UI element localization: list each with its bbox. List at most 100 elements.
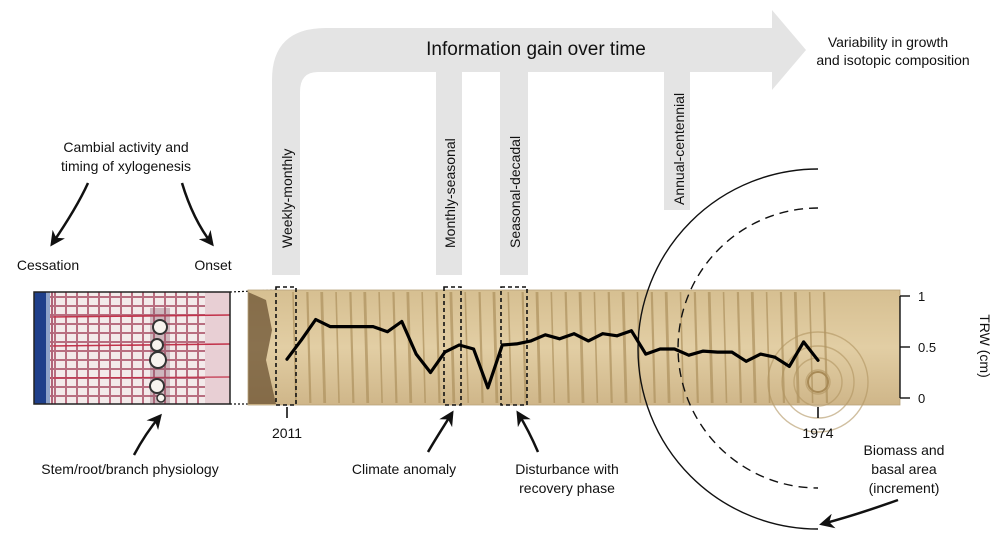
tree-core-image: [247, 289, 901, 433]
growth-ring-line: [392, 291, 398, 404]
growth-ring-line: [808, 291, 814, 404]
growth-ring-line: [693, 291, 699, 404]
growth-ring-line: [421, 291, 426, 404]
growth-ring-line: [363, 291, 370, 404]
scale-label-monthly-seasonal: Monthly-seasonal: [442, 138, 458, 248]
physiology-label: Stem/root/branch physiology: [41, 461, 218, 477]
trw-data-point: [759, 352, 762, 356]
trw-data-point: [687, 353, 691, 357]
y-tick-label-0: 0: [918, 391, 925, 406]
growth-ring-line: [621, 291, 628, 404]
growth-ring-line: [406, 291, 413, 404]
disturbance-label-line2: recovery phase: [519, 480, 615, 496]
growth-ring-line: [607, 291, 613, 404]
trw-data-point: [314, 318, 318, 321]
y-tick-label-0-5: 0.5: [918, 340, 936, 355]
biomass-outer-arc: [637, 168, 819, 530]
trw-data-point: [673, 347, 676, 351]
trw-data-point: [630, 329, 633, 333]
trw-data-point: [787, 365, 791, 368]
growth-ring-line: [650, 291, 656, 404]
trw-data-point: [572, 332, 576, 336]
biomass-arrow: [819, 498, 899, 529]
growth-ring-line: [636, 291, 642, 404]
growth-ring-line: [736, 291, 742, 404]
scale-label-annual-centennial: Annual-centennial: [671, 93, 687, 205]
growth-ring-line: [765, 291, 771, 404]
trw-data-point: [615, 334, 619, 338]
trw-data-point: [601, 332, 605, 336]
trw-data-point: [443, 350, 447, 354]
disturbance-arrow: [516, 410, 540, 453]
growth-ring-line: [578, 291, 585, 404]
growth-ring-line: [507, 291, 513, 404]
trw-data-point: [515, 342, 518, 346]
year-label-1974: 1974: [802, 425, 833, 441]
variability-label-line1: Variability in growth: [828, 34, 948, 50]
y-tick-label-1: 1: [918, 289, 925, 304]
information-gain-arrow: [272, 10, 806, 275]
trw-data-point: [716, 350, 719, 354]
trw-data-point: [328, 325, 332, 328]
trw-data-point: [701, 349, 705, 353]
y-axis-label: TRW (cm): [977, 314, 993, 378]
climate-anomaly-label: Climate anomaly: [352, 461, 456, 477]
trw-data-point: [400, 320, 404, 323]
biomass-label-line2: basal area: [871, 461, 937, 477]
growth-ring-line: [793, 291, 800, 404]
trw-data-point: [658, 347, 662, 351]
year-label-2011: 2011: [272, 425, 302, 441]
trw-data-point: [357, 325, 361, 328]
trw-data-point: [558, 337, 562, 341]
trw-data-point: [343, 325, 346, 328]
growth-ring-line: [722, 291, 728, 404]
pith-ring: [767, 331, 869, 433]
growth-ring-line: [550, 291, 556, 404]
trw-data-point: [587, 339, 590, 343]
growth-ring-line: [593, 291, 599, 404]
disturbance-label-line1: Disturbance with: [515, 461, 619, 477]
growth-ring-line: [564, 291, 570, 404]
trw-data-point: [386, 330, 389, 334]
growth-ring-line: [492, 291, 499, 404]
growth-ring-line: [349, 291, 355, 404]
climate-anomaly-arrow: [426, 410, 454, 453]
climate-anomaly-highlight-box: [443, 286, 462, 406]
onset-arrow: [180, 182, 214, 247]
information-gain-title: Information gain over time: [426, 39, 646, 60]
trw-data-point: [644, 352, 648, 356]
scale-label-seasonal-decadal: Seasonal-decadal: [507, 136, 523, 248]
trw-chart: [285, 317, 820, 390]
biomass-inner-arc: [677, 207, 819, 489]
trw-data-point: [744, 359, 748, 363]
disturbance-highlight-box: [500, 286, 528, 406]
growth-ring-line: [521, 291, 527, 404]
variability-label-line2: and isotopic composition: [816, 52, 969, 68]
trw-data-point: [773, 355, 777, 359]
onset-label: Onset: [194, 257, 231, 273]
trw-data-point: [500, 343, 504, 347]
cambial-label-line1: Cambial activity and: [63, 139, 188, 155]
trw-data-point: [486, 386, 490, 390]
trw-data-point: [816, 358, 820, 362]
xylem-microscopy-image: [33, 291, 231, 405]
scale-label-weekly-monthly: Weekly-monthly: [279, 149, 295, 248]
trw-data-point: [457, 343, 461, 347]
trw-data-point: [300, 338, 303, 342]
growth-ring-line: [378, 291, 383, 404]
physiology-arrow: [132, 413, 162, 456]
biomass-label-line1: Biomass and: [864, 442, 945, 458]
trw-data-point: [414, 352, 418, 356]
cessation-arrow: [50, 182, 90, 247]
trw-data-point: [429, 371, 432, 374]
trw-data-point: [529, 339, 533, 343]
cambial-label-line2: timing of xylogenesis: [61, 158, 191, 174]
growth-ring-line: [822, 291, 829, 404]
cessation-label: Cessation: [17, 257, 79, 273]
trw-series-line: [285, 317, 820, 390]
trw-data-point: [730, 350, 734, 354]
growth-ring-line: [535, 291, 542, 404]
trw-data-point: [285, 357, 289, 361]
biomass-label-line3: (increment): [869, 480, 940, 496]
